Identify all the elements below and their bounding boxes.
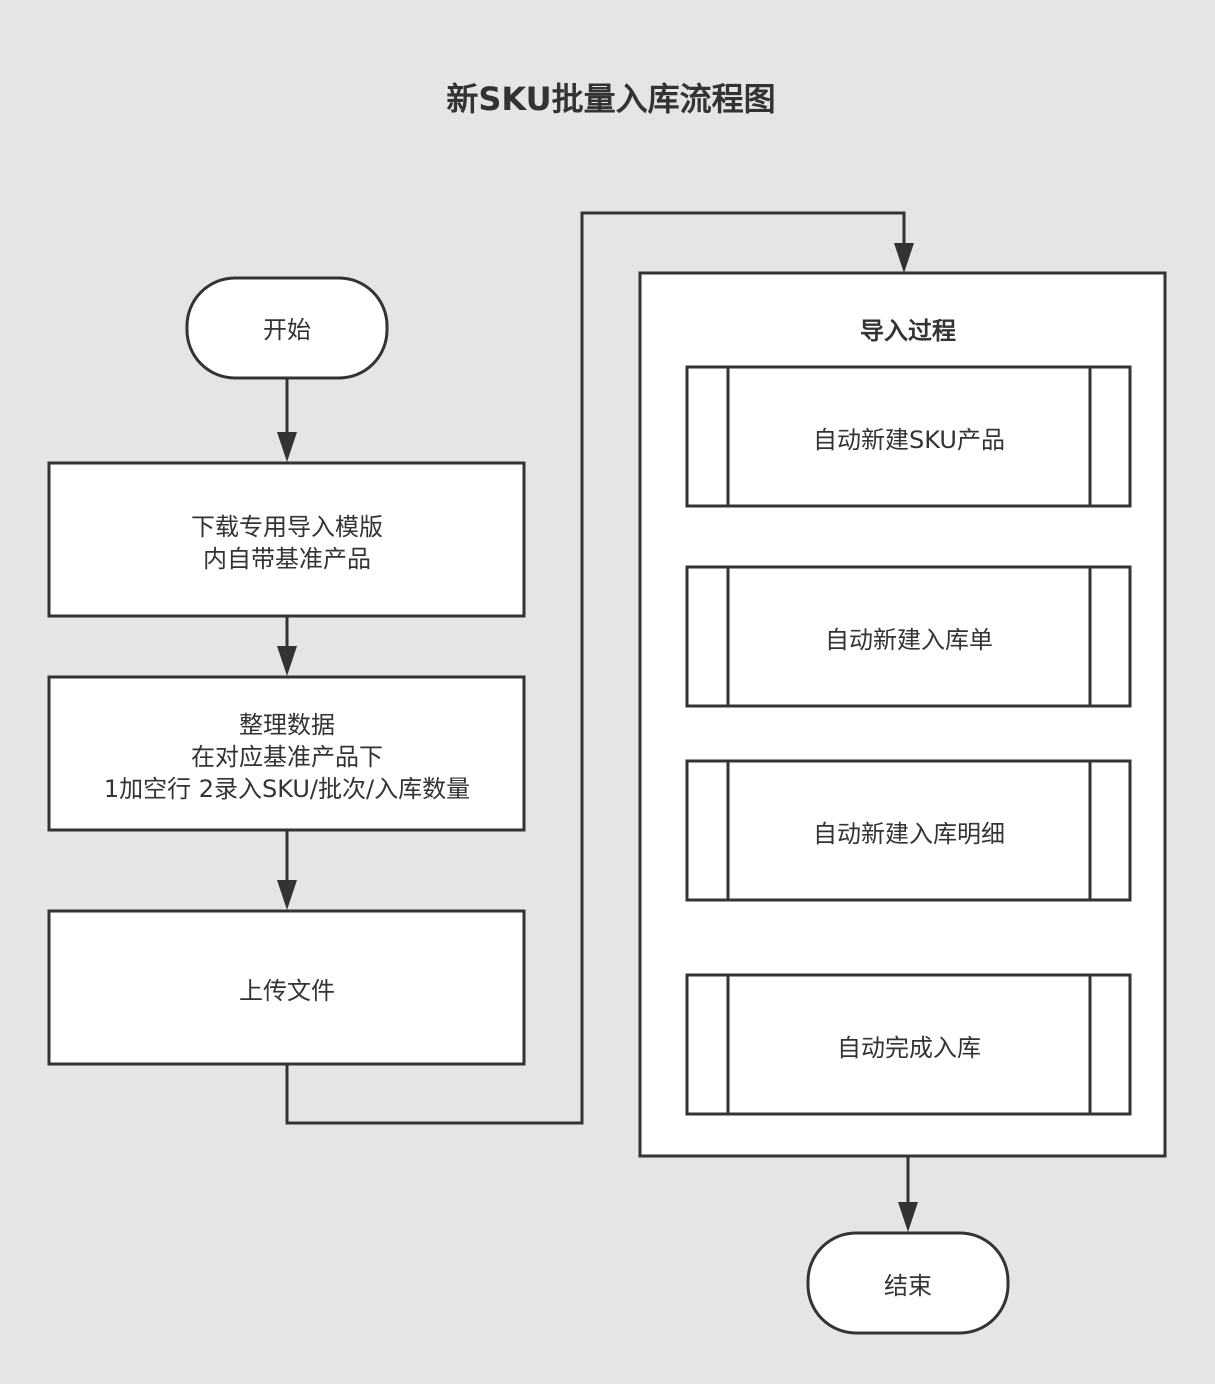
import-step-create-inbound-order-label: 自动新建入库单 [825, 626, 993, 654]
import-step-create-inbound-detail-label: 自动新建入库明细 [813, 820, 1005, 848]
start-node: 开始 [185, 276, 389, 380]
import-step-create-inbound-order: 自动新建入库单 [685, 565, 1132, 708]
import-step-create-sku: 自动新建SKU产品 [685, 365, 1132, 508]
download-template-label-line1: 下载专用导入模版 [191, 513, 383, 541]
organize-data-label-line2: 在对应基准产品下 [191, 743, 383, 771]
organize-data-label-line3: 1加空行 2录入SKU/批次/入库数量 [104, 775, 470, 803]
arrowhead-upload-to-import [894, 243, 914, 273]
upload-file-node: 上传文件 [47, 909, 526, 1066]
import-step-complete-inbound: 自动完成入库 [685, 973, 1132, 1116]
arrowhead-start-to-download [277, 432, 297, 462]
download-template-node: 下载专用导入模版 内自带基准产品 [47, 461, 526, 618]
end-node: 结束 [806, 1231, 1010, 1335]
diagram-title: 新SKU批量入库流程图 [446, 80, 775, 118]
organize-data-node: 整理数据 在对应基准产品下 1加空行 2录入SKU/批次/入库数量 [47, 675, 526, 832]
arrowhead-download-to-organize [277, 646, 297, 676]
import-step-create-inbound-detail: 自动新建入库明细 [685, 759, 1132, 902]
organize-data-label-line1: 整理数据 [239, 711, 335, 739]
upload-file-label: 上传文件 [239, 977, 335, 1005]
arrowhead-organize-to-upload [277, 880, 297, 910]
import-step-create-sku-label: 自动新建SKU产品 [813, 426, 1005, 454]
import-step-complete-inbound-label: 自动完成入库 [837, 1034, 981, 1062]
import-process-title: 导入过程 [860, 317, 956, 345]
end-node-label: 结束 [884, 1272, 932, 1300]
start-node-label: 开始 [263, 316, 311, 344]
download-template-label-line2: 内自带基准产品 [203, 545, 371, 573]
edge-upload-to-import [285, 211, 906, 1125]
arrowhead-import-to-end [898, 1202, 918, 1232]
